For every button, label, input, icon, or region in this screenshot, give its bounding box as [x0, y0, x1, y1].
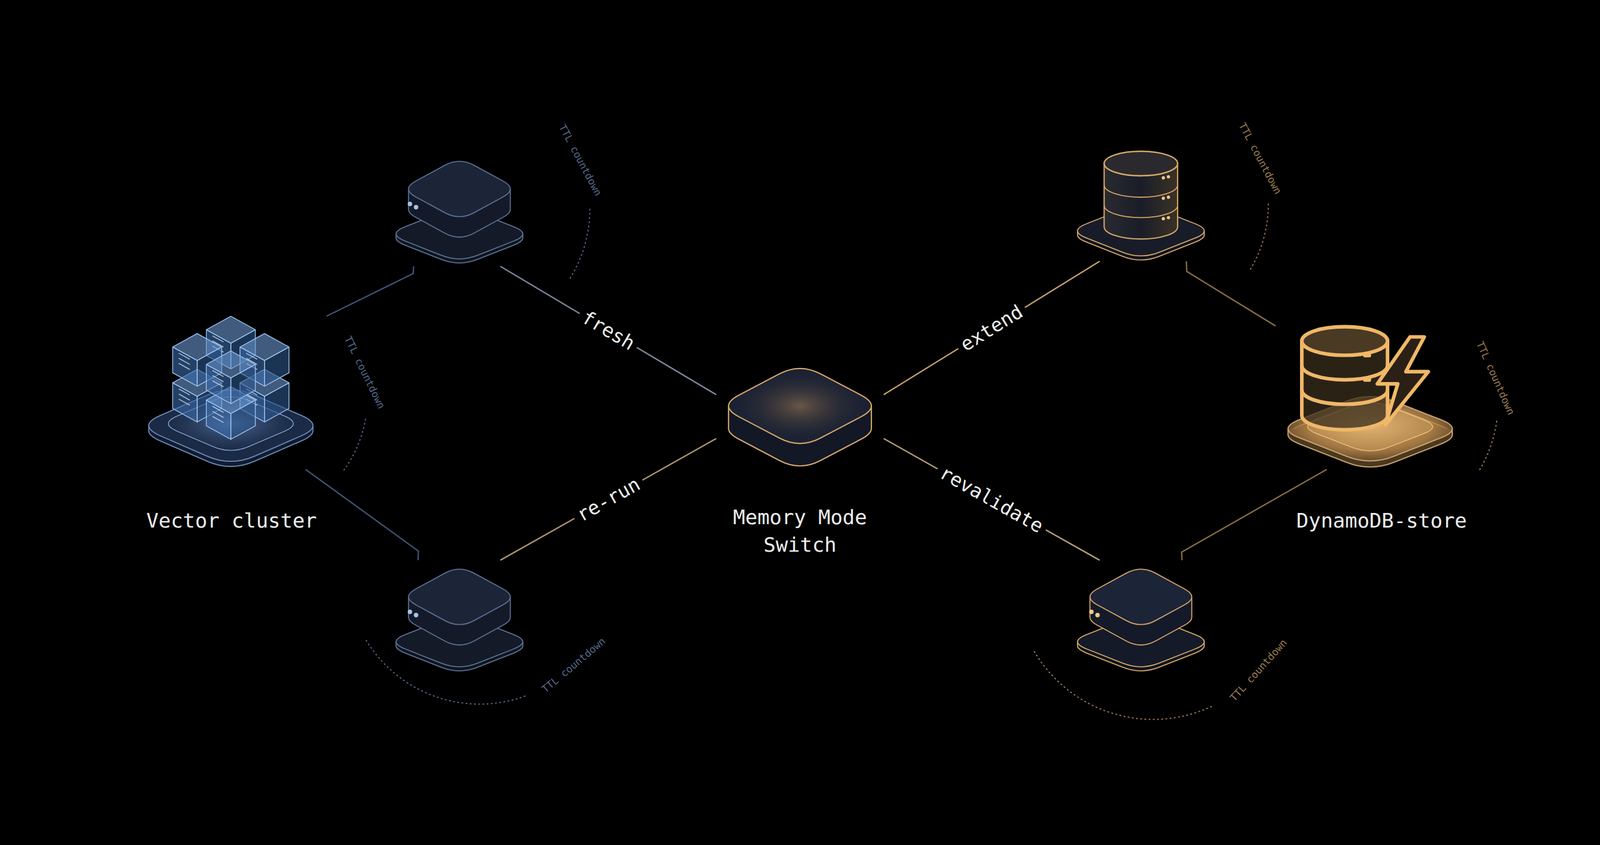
- dynamodb-store-icon: [1275, 318, 1466, 470]
- connector: [883, 438, 1100, 561]
- connector: [1186, 261, 1276, 326]
- dynamodb-store: DynamoDB-storeTTL countdown: [1275, 318, 1466, 470]
- ttl-arc: [570, 208, 590, 279]
- edge-label: re-run: [568, 470, 648, 529]
- ttl-arc: [343, 419, 366, 470]
- vector-cluster: Vector clusterTTL countdown: [135, 301, 327, 470]
- ttl-label: TTL countdown: [342, 334, 388, 411]
- ttl-label: TTL countdown: [1236, 120, 1284, 197]
- ttl-label: TTL countdown: [556, 122, 604, 198]
- connector: [500, 438, 717, 561]
- connector: [883, 261, 1100, 395]
- connector: [305, 469, 419, 561]
- edge-label: revalidate: [932, 458, 1052, 540]
- cache-box-icon: [385, 152, 534, 267]
- cache-box: TTL countdown: [1067, 560, 1215, 675]
- database-cylinder-icon: [1067, 147, 1215, 262]
- connector: [500, 266, 717, 395]
- database-cylinder: TTL countdown: [1067, 147, 1215, 262]
- cache-box-icon: [385, 560, 534, 675]
- ttl-label: TTL countdown: [539, 635, 608, 695]
- ttl-label: TTL countdown: [1474, 339, 1517, 417]
- cache-box: TTL countdown: [385, 560, 534, 675]
- ttl-label: TTL countdown: [1228, 637, 1290, 704]
- ttl-arc: [1478, 421, 1497, 473]
- edge-label: extend: [952, 297, 1031, 359]
- mode-switch-icon: [716, 358, 884, 478]
- ttl-arc: [1248, 203, 1268, 272]
- node-label: Memory Mode Switch: [733, 503, 867, 559]
- cache-box: TTL countdown: [385, 152, 534, 267]
- connector: [326, 266, 414, 317]
- edge-label: fresh: [574, 303, 644, 358]
- cache-box-icon: [1067, 560, 1215, 675]
- vector-cluster-icon: [135, 301, 327, 470]
- mode-switch: Memory Mode Switch: [716, 358, 884, 478]
- node-label: DynamoDB-store: [1296, 507, 1467, 535]
- node-label: Vector cluster: [146, 507, 317, 535]
